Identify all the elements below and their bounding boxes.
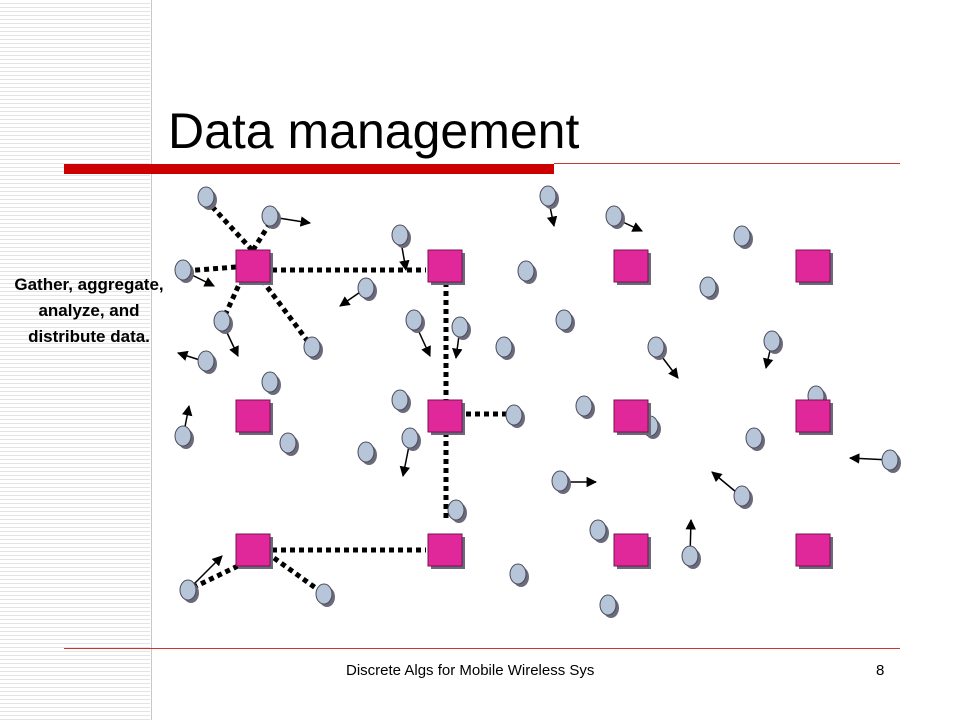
base-station-icon bbox=[613, 399, 651, 435]
mobile-node-icon bbox=[539, 185, 559, 209]
footer-text: Discrete Algs for Mobile Wireless Sys bbox=[346, 662, 595, 679]
base-station-icon bbox=[795, 249, 833, 285]
mobile-node-icon bbox=[401, 427, 421, 451]
mobile-node-icon bbox=[174, 425, 194, 449]
mobile-node-icon bbox=[647, 336, 667, 360]
mobile-node-icon bbox=[391, 224, 411, 248]
mobile-node-icon bbox=[733, 225, 753, 249]
mobile-node-icon bbox=[589, 519, 609, 543]
mobile-node-icon bbox=[681, 545, 701, 569]
page-number: 8 bbox=[876, 662, 885, 679]
mobile-node-icon bbox=[357, 441, 377, 465]
dotted-link bbox=[272, 555, 326, 597]
mobile-node-icon bbox=[391, 389, 411, 413]
footer-rule bbox=[64, 648, 900, 649]
base-station-icon bbox=[795, 399, 833, 435]
base-station-icon bbox=[427, 533, 465, 569]
mobile-node-icon bbox=[555, 309, 575, 333]
mobile-node-icon bbox=[357, 277, 377, 301]
mobile-node-icon bbox=[517, 260, 537, 284]
mobile-node-icon bbox=[599, 594, 619, 618]
mobile-node-icon bbox=[315, 583, 335, 607]
slide-title: Data management bbox=[168, 103, 580, 159]
mobile-node-icon bbox=[881, 449, 901, 473]
base-station-icon bbox=[613, 249, 651, 285]
mobile-node-icon bbox=[745, 427, 765, 451]
mobile-node-icon bbox=[179, 579, 199, 603]
mobile-node-icon bbox=[303, 336, 323, 360]
mobile-node-icon bbox=[405, 309, 425, 333]
base-station-icon bbox=[235, 533, 273, 569]
mobile-node-icon bbox=[763, 330, 783, 354]
mobile-node-icon bbox=[733, 485, 753, 509]
mobile-node-icon bbox=[197, 350, 217, 374]
mobile-node-icon bbox=[575, 395, 595, 419]
mobile-node-icon bbox=[213, 310, 233, 334]
mobile-node-icon bbox=[261, 205, 281, 229]
motion-arrows bbox=[177, 196, 891, 591]
mobile-node-icon bbox=[451, 316, 471, 340]
mobile-node-icon bbox=[447, 499, 467, 523]
base-station-icon bbox=[613, 533, 651, 569]
mobile-node-icon bbox=[509, 563, 529, 587]
mobile-node-icon bbox=[495, 336, 515, 360]
mobile-node-icon bbox=[197, 186, 217, 210]
mobile-node-icon bbox=[605, 205, 625, 229]
background-stripes bbox=[0, 0, 150, 720]
base-station-icon bbox=[427, 399, 465, 435]
side-caption: Gather, aggregate, analyze, and distribu… bbox=[14, 275, 164, 346]
base-station-icon bbox=[235, 249, 273, 285]
margin-line bbox=[151, 0, 152, 720]
title-rule bbox=[554, 163, 900, 164]
title-underline-bar bbox=[64, 164, 554, 174]
mobile-node-icon bbox=[261, 371, 281, 395]
mobile-nodes bbox=[174, 185, 901, 618]
mobile-node-icon bbox=[505, 404, 525, 428]
mobile-node-icon bbox=[279, 432, 299, 456]
base-stations bbox=[235, 249, 833, 569]
dotted-link bbox=[204, 198, 254, 252]
base-station-icon bbox=[235, 399, 273, 435]
mobile-node-icon bbox=[551, 470, 571, 494]
base-station-icon bbox=[795, 533, 833, 569]
mobile-node-icon bbox=[174, 259, 194, 283]
mobile-node-icon bbox=[699, 276, 719, 300]
dotted-link bbox=[259, 278, 315, 349]
base-station-icon bbox=[427, 249, 465, 285]
